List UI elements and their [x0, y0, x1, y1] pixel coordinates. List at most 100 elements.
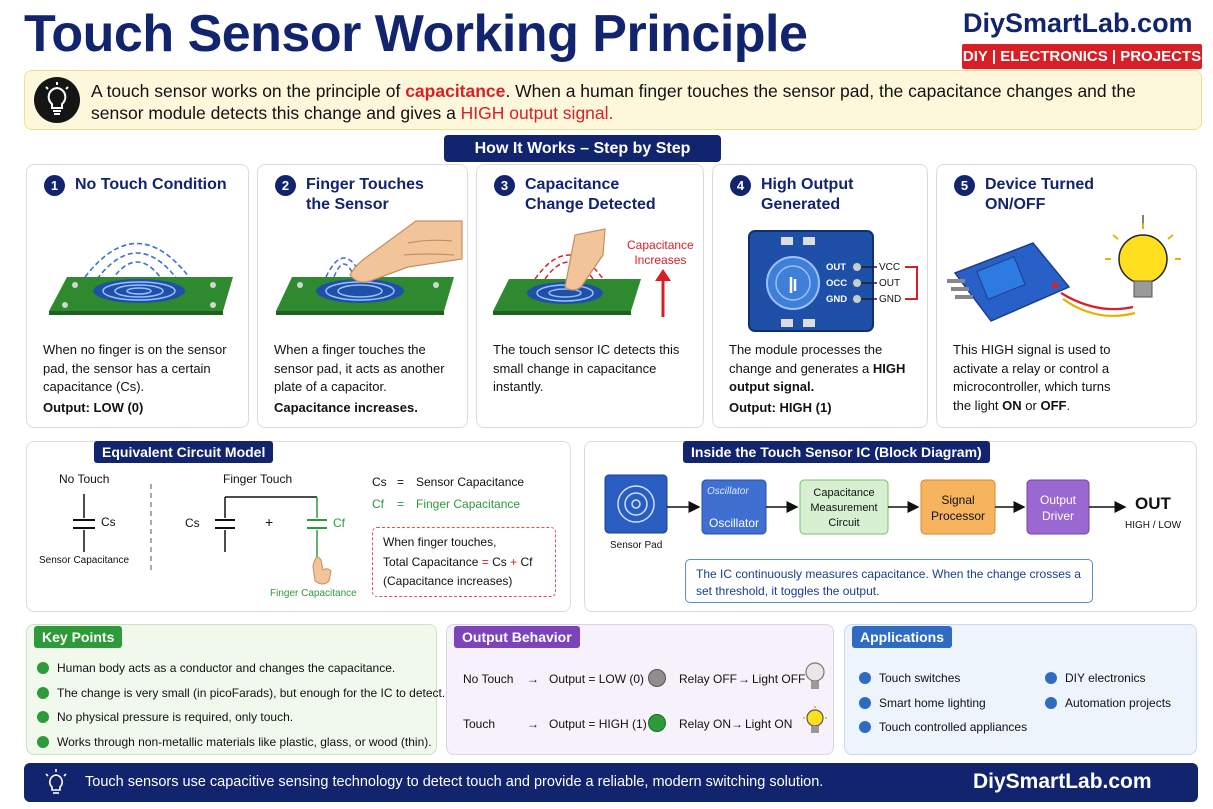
pin-label-occ: OCC: [826, 278, 848, 289]
bulb-on-icon: [803, 706, 827, 733]
oscillator-label: Oscillator: [709, 516, 760, 530]
row-output: Output = HIGH (1): [549, 717, 647, 731]
step-description: When a finger touches the sensor pad, it…: [274, 342, 445, 394]
step-card-5: 5 Device Turned ON/OFF This HIGH signal …: [936, 164, 1197, 428]
step-output: Output: HIGH (1): [729, 400, 832, 415]
status-indicator-high: [648, 714, 666, 732]
legend-eq-1: =: [397, 475, 405, 489]
row-arrow: →: [527, 717, 539, 731]
list-item: Human body acts as a conductor and chang…: [37, 661, 445, 675]
sensor-capacitance-label: Sensor Capacitance: [39, 555, 130, 566]
applications-list-2: DIY electronics Automation projects: [1045, 671, 1171, 720]
bulb-off-icon: [805, 662, 825, 689]
footer: Touch sensors use capacitive sensing tec…: [24, 763, 1198, 802]
lightbulb-icon: [34, 77, 80, 123]
row-output: Output = LOW (0): [549, 672, 645, 686]
step-number: 1: [44, 175, 65, 196]
step-output: Output: LOW (0): [43, 400, 144, 415]
finger-touch-illustration: [276, 220, 463, 315]
touch-module-illustration: [748, 230, 918, 332]
row-light: Light ON: [745, 717, 793, 731]
applications-panel: Applications Touch switches Smart home l…: [844, 624, 1197, 755]
step-card-4: 4 High Output Generated OUT OCC GND VCC …: [712, 164, 928, 428]
step-description: When no finger is on the sensor pad, the…: [43, 342, 227, 394]
cs-label-touch: Cs: [185, 516, 200, 530]
list-item: The change is very small (in picoFarads)…: [37, 686, 445, 700]
formula-box: When finger touches, Total Capacitance =…: [372, 527, 556, 597]
legend-cf-desc: Finger Capacitance: [416, 497, 521, 511]
circuit-diagram: [73, 484, 332, 585]
step-title: No Touch Condition: [75, 176, 227, 193]
step-number: 3: [494, 175, 515, 196]
output-driver-label: Output Driver: [1039, 493, 1077, 523]
intro-text: A touch sensor works on the principle of…: [91, 81, 1136, 123]
legend-eq-2: =: [397, 497, 405, 511]
brand-tagline: DIY | ELECTRONICS | PROJECTS: [962, 44, 1202, 69]
step-description: The module processes the change and gene…: [729, 342, 906, 394]
output-behavior-panel: Output Behavior No Touch → Output = LOW …: [446, 624, 834, 755]
footer-brand[interactable]: DiySmartLab.com: [973, 770, 1152, 793]
row-arrow: →: [527, 672, 539, 686]
list-item: Touch switches: [859, 671, 1027, 685]
step-title: High Output Generated: [761, 176, 854, 213]
sensor-pad-illustration: [49, 242, 233, 315]
step-number: 5: [954, 175, 975, 196]
relay-light-illustration: [947, 215, 1181, 322]
list-item: Touch controlled appliances: [859, 720, 1027, 734]
sensor-pad-label: Sensor Pad: [610, 540, 663, 551]
list-item: DIY electronics: [1045, 671, 1171, 685]
plus-sign: +: [265, 514, 274, 530]
step-card-2: 2 Finger Touches the Sensor When a finge…: [257, 164, 468, 428]
list-item: Automation projects: [1045, 696, 1171, 710]
panel-title: Applications: [852, 626, 953, 648]
step-description: The touch sensor IC detects this small c…: [493, 342, 680, 394]
step-title: Device Turned ON/OFF: [985, 176, 1095, 213]
list-item: Smart home lighting: [859, 696, 1027, 710]
key-points-panel: Key Points Human body acts as a conducto…: [26, 624, 445, 755]
page-title: Touch Sensor Working Principle: [24, 5, 808, 63]
status-indicator-low: [648, 669, 666, 687]
capacitance-increases-label: Capacitance Increases: [627, 238, 694, 267]
brand-logo-text[interactable]: DiySmartLab.com: [963, 8, 1193, 38]
row-arrow-2: →: [731, 717, 743, 731]
step-number: 2: [275, 175, 296, 196]
cf-label: Cf: [333, 516, 345, 530]
key-points-list: Human body acts as a conductor and chang…: [37, 661, 445, 759]
pin-label-gnd: GND: [826, 294, 848, 305]
legend-cs-desc: Sensor Capacitance: [416, 475, 525, 489]
legend-cs: Cs: [372, 475, 387, 489]
pin-label-out-right: OUT: [879, 278, 901, 289]
step-number: 4: [730, 175, 751, 196]
list-item: Works through non-metallic materials lik…: [37, 735, 445, 749]
step-output: Capacitance increases.: [274, 400, 418, 415]
steps-header: How It Works – Step by Step: [444, 135, 721, 162]
finger-capacitance-label: Finger Capacitance: [270, 588, 357, 599]
applications-list-1: Touch switches Smart home lighting Touch…: [859, 671, 1027, 745]
panel-title: Inside the Touch Sensor IC (Block Diagra…: [683, 441, 990, 463]
row-arrow-2: →: [738, 672, 750, 686]
pin-label-gnd-right: GND: [879, 294, 902, 305]
step-card-1: 1 No Touch Condition When no finger is o…: [26, 164, 249, 428]
capacitance-measurement-label: Capacitance Measurement Circuit: [810, 487, 878, 529]
row-light: Light OFF: [752, 672, 806, 686]
block-diagram: [604, 474, 1127, 535]
row-input: Touch: [463, 717, 496, 731]
intro-banner: A touch sensor works on the principle of…: [24, 70, 1202, 130]
row-input: No Touch: [463, 672, 514, 686]
step-title: Finger Touches the Sensor: [306, 176, 424, 213]
panel-title: Key Points: [34, 626, 123, 648]
step-description: This HIGH signal is used to activate a r…: [953, 342, 1111, 413]
panel-title: Equivalent Circuit Model: [94, 441, 274, 463]
signal-processor-label: Signal Processor: [930, 493, 986, 523]
out-sub-label: HIGH / LOW: [1125, 520, 1182, 531]
capacitance-change-illustration: [493, 228, 671, 317]
step-card-3: 3 Capacitance Change Detected Capacitanc…: [476, 164, 704, 428]
pin-label-out: OUT: [826, 262, 847, 273]
equivalent-circuit-panel: Equivalent Circuit Model No Touch Cs Sen…: [26, 441, 571, 612]
step-title: Capacitance Change Detected: [525, 176, 656, 213]
row-relay: Relay ON: [679, 717, 732, 731]
footer-text: Touch sensors use capacitive sensing tec…: [85, 774, 824, 790]
block-note: The IC continuously measures capacitance…: [685, 559, 1093, 603]
pin-label-vcc: VCC: [879, 262, 901, 273]
list-item: No physical pressure is required, only t…: [37, 710, 445, 724]
